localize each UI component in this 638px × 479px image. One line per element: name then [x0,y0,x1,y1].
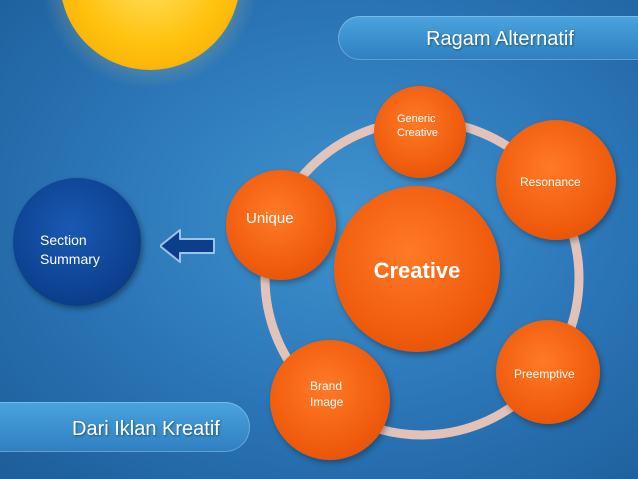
node-resonance-label: Resonance [520,175,581,189]
node-preemptive [496,320,600,424]
node-preemptive-label: Preemptive [514,367,575,381]
section-summary-line1: Section [40,232,87,248]
node-generic-line2: Creative [397,127,438,139]
title-banner [338,16,638,60]
node-brand-line2: Image [310,395,344,409]
node-brand-image [270,340,390,460]
center-creative-label: Creative [373,258,461,283]
left-arrow-icon [160,229,215,263]
subtitle-banner [0,402,250,452]
node-resonance [496,120,616,240]
slide-subtitle: Dari Iklan Kreatif [72,418,220,440]
section-summary-circle[interactable] [13,178,141,306]
section-summary-label: Section Summary [40,231,124,269]
node-brand-image-label: Brand Image [310,378,343,410]
node-unique [226,170,336,280]
node-generic-creative-label: Generic Creative [397,112,438,140]
node-generic-line1: Generic [397,113,436,125]
section-summary-line2: Summary [40,251,100,267]
node-unique-label: Unique [246,210,294,227]
node-brand-line1: Brand [310,379,343,393]
slide-title: Ragam Alternatif [426,28,574,50]
node-generic-creative [374,86,466,178]
center-creative-circle [334,186,500,352]
